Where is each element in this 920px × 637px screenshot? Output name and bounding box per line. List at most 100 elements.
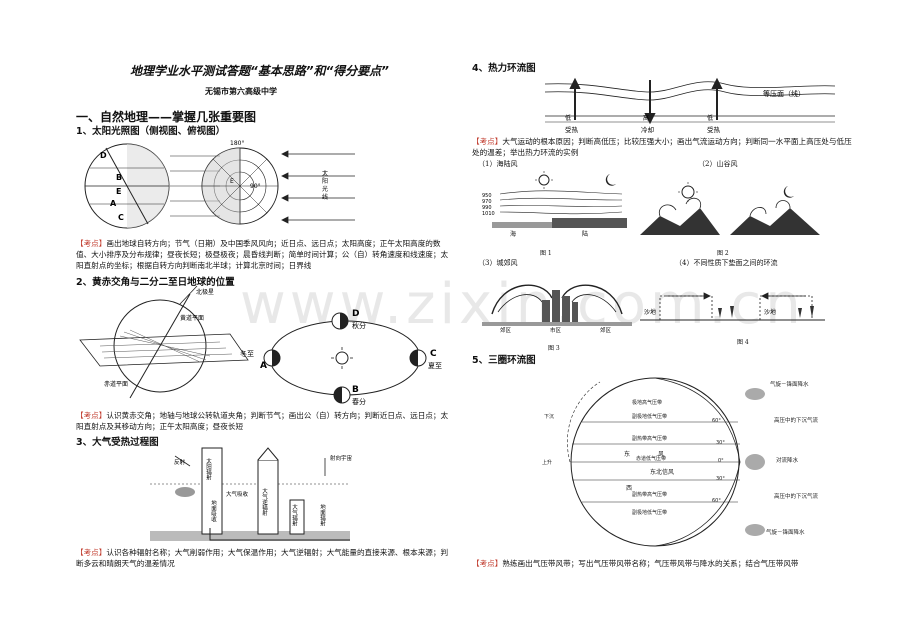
- label-deg60s: 60°: [712, 498, 721, 504]
- label-high: 高: [643, 114, 649, 122]
- label-land: 陆: [582, 230, 588, 238]
- label-xishou: 大气吸收: [226, 490, 249, 498]
- label-front2: 气旋－锋面降水: [766, 528, 805, 536]
- surface-circ-figure: 沙地 沙地: [640, 292, 825, 321]
- iso-970: 970: [482, 199, 492, 205]
- orbit-heading: 2、黄赤交角与二分二至日地球的位置: [76, 277, 235, 288]
- fig3-caption: 图 3: [548, 345, 560, 352]
- label-dimian: 地面吸收: [210, 499, 217, 523]
- sun-heading: 1、太阳光照图（侧视图、俯视图）: [76, 126, 226, 137]
- iso-990: 990: [482, 205, 492, 211]
- label-C: C: [118, 213, 124, 222]
- orbit-note-text: 认识黄赤交角；地轴与地球公转轨道夹角；判断节气；画出公（自）转方向；判断近日点、…: [76, 411, 449, 431]
- three-note-text: 熟练画出气压带风带；写出气压带风带名称；气压带风带与降水的关系；结合气压带风带: [502, 559, 799, 568]
- sun-note-text: 画出地球自转方向；节气（日期）及中国季风风向；近日点、远日点；太阳高度；正午太阳…: [76, 239, 449, 270]
- label-west: 西: [626, 485, 632, 492]
- label-eq-low: 赤道低气压带: [636, 455, 666, 462]
- label-suburb2: 郊区: [600, 326, 612, 334]
- kd-tag: 【考点】: [76, 239, 107, 248]
- label-low2: 低: [707, 114, 713, 122]
- label-B: B: [116, 173, 122, 182]
- label-front: 气旋－锋面降水: [770, 380, 809, 388]
- label-high-sink: 高压中的下沉气流: [774, 416, 819, 424]
- iso-1010: 1010: [482, 211, 495, 217]
- label-city: 市区: [550, 326, 562, 334]
- label-deg30s: 30°: [716, 476, 725, 482]
- label-fanshe: 反射: [174, 458, 186, 466]
- fig1-caption: 图 1: [540, 250, 552, 257]
- label-cold: 冷却: [641, 125, 654, 134]
- label-low: 低: [565, 114, 571, 122]
- label-suburb1: 郊区: [500, 326, 512, 334]
- orbit-note: 【考点】认识黄赤交角；地轴与地球公转轨道夹角；判断节气；画出公（自）转方向；判断…: [76, 410, 451, 432]
- heat-figure: 反射 太阳辐射 大气吸收 地面吸收 大气逆辐射 大气辐射 地面辐射 射向宇宙: [150, 447, 353, 541]
- three-heading: 5、三圈环流图: [472, 355, 536, 366]
- sun-illumination-figure: D B E A C 180° 90° E 太 阳 光 线: [84, 140, 355, 229]
- label-sea: 海: [510, 230, 516, 238]
- sub-mountain-valley: （2）山谷风: [698, 160, 738, 168]
- label-90: 90°: [250, 183, 261, 190]
- circ-heading: 4、热力环流图: [472, 63, 536, 74]
- label-orbit-C: C: [430, 349, 437, 359]
- label-rays: 太 阳 光 线: [321, 169, 328, 200]
- label-out: 射向宇宙: [330, 454, 353, 462]
- label-rise: 上升: [542, 459, 552, 466]
- kd-tag: 【考点】: [472, 559, 503, 568]
- label-qiufen: 秋分: [352, 321, 366, 330]
- kd-tag: 【考点】: [76, 548, 107, 557]
- label-E: E: [116, 187, 121, 196]
- label-wind: 风: [658, 451, 664, 458]
- label-sand: 沙地: [644, 308, 656, 316]
- label-orbit-D: D: [352, 309, 359, 319]
- label-xiazhi: 夏至: [428, 362, 442, 370]
- label-polar-high: 极地高气压带: [632, 399, 662, 406]
- fig2-caption: 图 2: [717, 250, 729, 257]
- thermal-figure: 等压面（线） 低 高 低 受热 冷却 受热: [544, 77, 836, 134]
- fig4-caption: 图 4: [737, 339, 749, 346]
- heat-heading: 3、大气受热过程图: [76, 437, 159, 448]
- iso-950: 950: [482, 193, 492, 199]
- label-deg60: 60°: [712, 418, 721, 424]
- three-cell-figure: 极地高气压带 副极地低气压带 副热带高气压带 赤道低气压带 副热带高气压带 副极…: [542, 377, 819, 547]
- label-iso: 等压面（线）: [763, 89, 805, 98]
- label-north-e: 东北信风: [650, 468, 674, 476]
- section-heading-physical: 一、自然地理——掌握几张重要图: [76, 110, 257, 124]
- sun-note: 【考点】画出地球自转方向；节气（日期）及中国季风风向；近日点、远日点；太阳高度；…: [76, 238, 451, 271]
- label-sub-low: 副极地低气压带: [632, 413, 667, 420]
- label-orbit-A: A: [260, 361, 267, 371]
- circ-note: 【考点】大气运动的根本原因；判断高低压；比较压强大小；画出气流运动方向；判断同一…: [472, 136, 852, 158]
- label-north: 北极星: [196, 288, 214, 296]
- label-D: D: [100, 151, 107, 160]
- three-note: 【考点】熟练画出气压带风带；写出气压带风带名称；气压带风带与降水的关系；结合气压…: [472, 558, 852, 569]
- page-title: 地理学业水平测试答题“基本思路”和“得分要点”: [130, 64, 389, 78]
- label-conv: 对流降水: [776, 456, 799, 464]
- label-back: 大气逆辐射: [261, 487, 268, 517]
- orbit-figure: 北极星 黄道平面 赤道平面 D 秋分 冬至 A C 夏至 B 春分: [79, 285, 442, 406]
- kd-tag: 【考点】: [472, 137, 503, 146]
- label-sub-high: 副热带高气压带: [632, 435, 667, 442]
- label-hot2: 受热: [707, 125, 721, 134]
- label-high-sink2: 高压中的下沉气流: [774, 492, 819, 500]
- label-A: A: [110, 199, 117, 208]
- label-sink: 下沉: [544, 413, 554, 420]
- city-suburb-figure: 郊区 市区 郊区: [482, 284, 632, 334]
- label-sub-high-s: 副热带高气压带: [632, 491, 667, 498]
- label-eq: 赤道平面: [104, 380, 128, 388]
- label-hot1: 受热: [565, 125, 579, 134]
- sea-land-figure: 950 970 990 1010 海 陆: [482, 171, 627, 238]
- sub-sea-land: （1）海陆风: [478, 160, 518, 168]
- label-e-top: E: [230, 178, 234, 185]
- label-180: 180°: [230, 140, 244, 147]
- label-earth: 地面辐射: [319, 503, 326, 527]
- heat-note: 【考点】认识各种辐射名称；大气削弱作用；大气保温作用；大气逆辐射；大气能量的直接…: [76, 547, 451, 569]
- label-ecl: 黄道平面: [180, 314, 204, 322]
- label-chunfen: 春分: [352, 397, 366, 406]
- label-sunrad: 太阳辐射: [205, 457, 212, 482]
- sub-urban-suburban: （3）城郊风: [478, 259, 518, 267]
- label-sand2: 沙地: [764, 308, 776, 316]
- label-deg0: 0°: [718, 458, 724, 464]
- label-sub-low-s: 副极地低气压带: [632, 509, 667, 516]
- label-atm: 大气辐射: [291, 503, 298, 527]
- label-dongzhi: 冬至: [240, 349, 254, 358]
- circ-note-text: 大气运动的根本原因；判断高低压；比较压强大小；画出气流运动方向；判断同一水平面上…: [472, 137, 852, 157]
